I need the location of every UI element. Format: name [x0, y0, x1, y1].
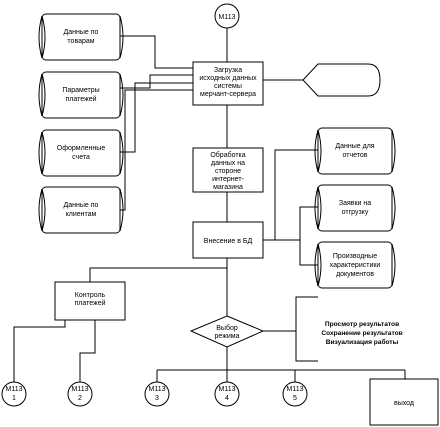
connector-2-line1: М113 — [72, 386, 89, 393]
connector-3-line1: М113 — [149, 386, 166, 393]
storage-invoices: Оформленные счета — [38, 129, 124, 177]
process-handle-line2: данных на — [211, 160, 245, 167]
connector-lines — [13, 28, 406, 382]
connector-4-line1: М113 — [219, 386, 236, 393]
storage-clients-line1: Данные по — [64, 202, 99, 209]
line-invoices-to-load — [120, 82, 193, 153]
process-db-insert: Внесение в БД — [192, 221, 264, 259]
line-params-to-load — [120, 74, 193, 89]
storage-derived-line2: характеристики — [330, 262, 381, 269]
storage-reports: Данные для отчетов — [314, 127, 396, 175]
connector-m113-5: М113 5 — [282, 381, 308, 407]
storage-goods-line1: Данные по — [64, 29, 99, 36]
storage-reports-line1: Данные для — [335, 143, 374, 150]
storage-orders-line1: Заявки на — [339, 200, 371, 207]
connector-m113-3: М113 3 — [144, 381, 170, 407]
connector-2-line2: 2 — [78, 395, 82, 402]
line-db-to-reports — [263, 149, 318, 241]
storage-orders-line2: отгрузку — [342, 209, 369, 216]
annotation-bracket — [295, 296, 318, 362]
line-control-to-m1 — [13, 320, 66, 382]
annotation: Просмотр результатов Сохранение результа… — [295, 296, 403, 362]
connector-m113-4: М113 4 — [214, 381, 240, 407]
storage-invoices-line1: Оформленные — [57, 145, 106, 152]
decision-mode: Выбор режима — [189, 315, 265, 348]
storage-params-line2: платежей — [65, 95, 96, 103]
storage-payment-params: Параметры платежей — [38, 71, 124, 119]
connector-4-line2: 4 — [225, 395, 229, 402]
line-db-to-derived — [263, 239, 318, 266]
process-load-line2: исходных данных — [199, 75, 257, 82]
process-handle-line3: стороне — [215, 168, 241, 175]
connector-3-line2: 3 — [155, 395, 159, 402]
process-handle-line1: Обработка — [210, 151, 245, 159]
line-goods-to-load — [120, 35, 193, 69]
storage-params-line1: Параметры — [62, 87, 99, 94]
connector-m113-2: М113 2 — [67, 381, 93, 407]
connector-5-line2: 5 — [293, 395, 297, 402]
exit-box: выход — [369, 378, 439, 426]
line-clients-to-load — [120, 89, 193, 211]
process-load-line4: мерчант-сервера — [200, 91, 256, 98]
connector-1-line1: М113 — [6, 386, 23, 393]
annotation-line2: Сохранение результатов — [321, 330, 402, 337]
exit-label: выход — [394, 400, 414, 407]
process-load-line1: Загрузка — [214, 67, 242, 74]
storage-goods: Данные по товарам — [38, 13, 124, 61]
process-handle: Обработка данных на стороне интернет- ма… — [192, 147, 264, 193]
connector-1-line2: 1 — [12, 395, 16, 402]
storage-goods-line2: товарам — [67, 38, 94, 45]
storage-derived-line3: документов — [336, 271, 374, 278]
line-db-to-orders — [263, 206, 318, 241]
display-terminator — [302, 63, 381, 97]
decision-line2: режима — [214, 333, 239, 340]
line-control-to-m2 — [79, 320, 96, 382]
process-load: Загрузка исходных данных системы мерчант… — [192, 61, 264, 106]
process-handle-line5: магазина — [213, 184, 243, 191]
storage-orders: Заявки на отгрузку — [314, 184, 396, 232]
storage-reports-line2: отчетов — [343, 152, 368, 159]
connector-top: М113 — [214, 3, 240, 29]
process-control-line1: Контроль — [75, 292, 106, 299]
annotation-line3: Визуализация работы — [326, 338, 399, 346]
process-db-label: Внесение в БД — [204, 238, 253, 245]
storage-derived-line1: Производные — [333, 253, 377, 260]
storage-clients-line2: клиентам — [66, 211, 97, 218]
connector-top-label: М113 — [219, 14, 236, 21]
connector-5-line1: М113 — [287, 386, 304, 393]
process-load-line3: системы — [214, 83, 242, 90]
storage-clients: Данные по клиентам — [38, 186, 124, 234]
annotation-line1: Просмотр результатов — [325, 321, 399, 328]
process-payment-control: Контроль платежей — [54, 281, 126, 321]
process-handle-line4: интернет- — [212, 176, 244, 183]
storage-invoices-line2: счета — [72, 154, 90, 161]
line-db-to-control — [89, 267, 227, 282]
process-control-line2: платежей — [74, 299, 105, 307]
decision-line1: Выбор — [216, 324, 238, 332]
storage-derived: Производные характеристики документов — [314, 241, 396, 289]
connector-m113-1: М113 1 — [1, 381, 27, 407]
